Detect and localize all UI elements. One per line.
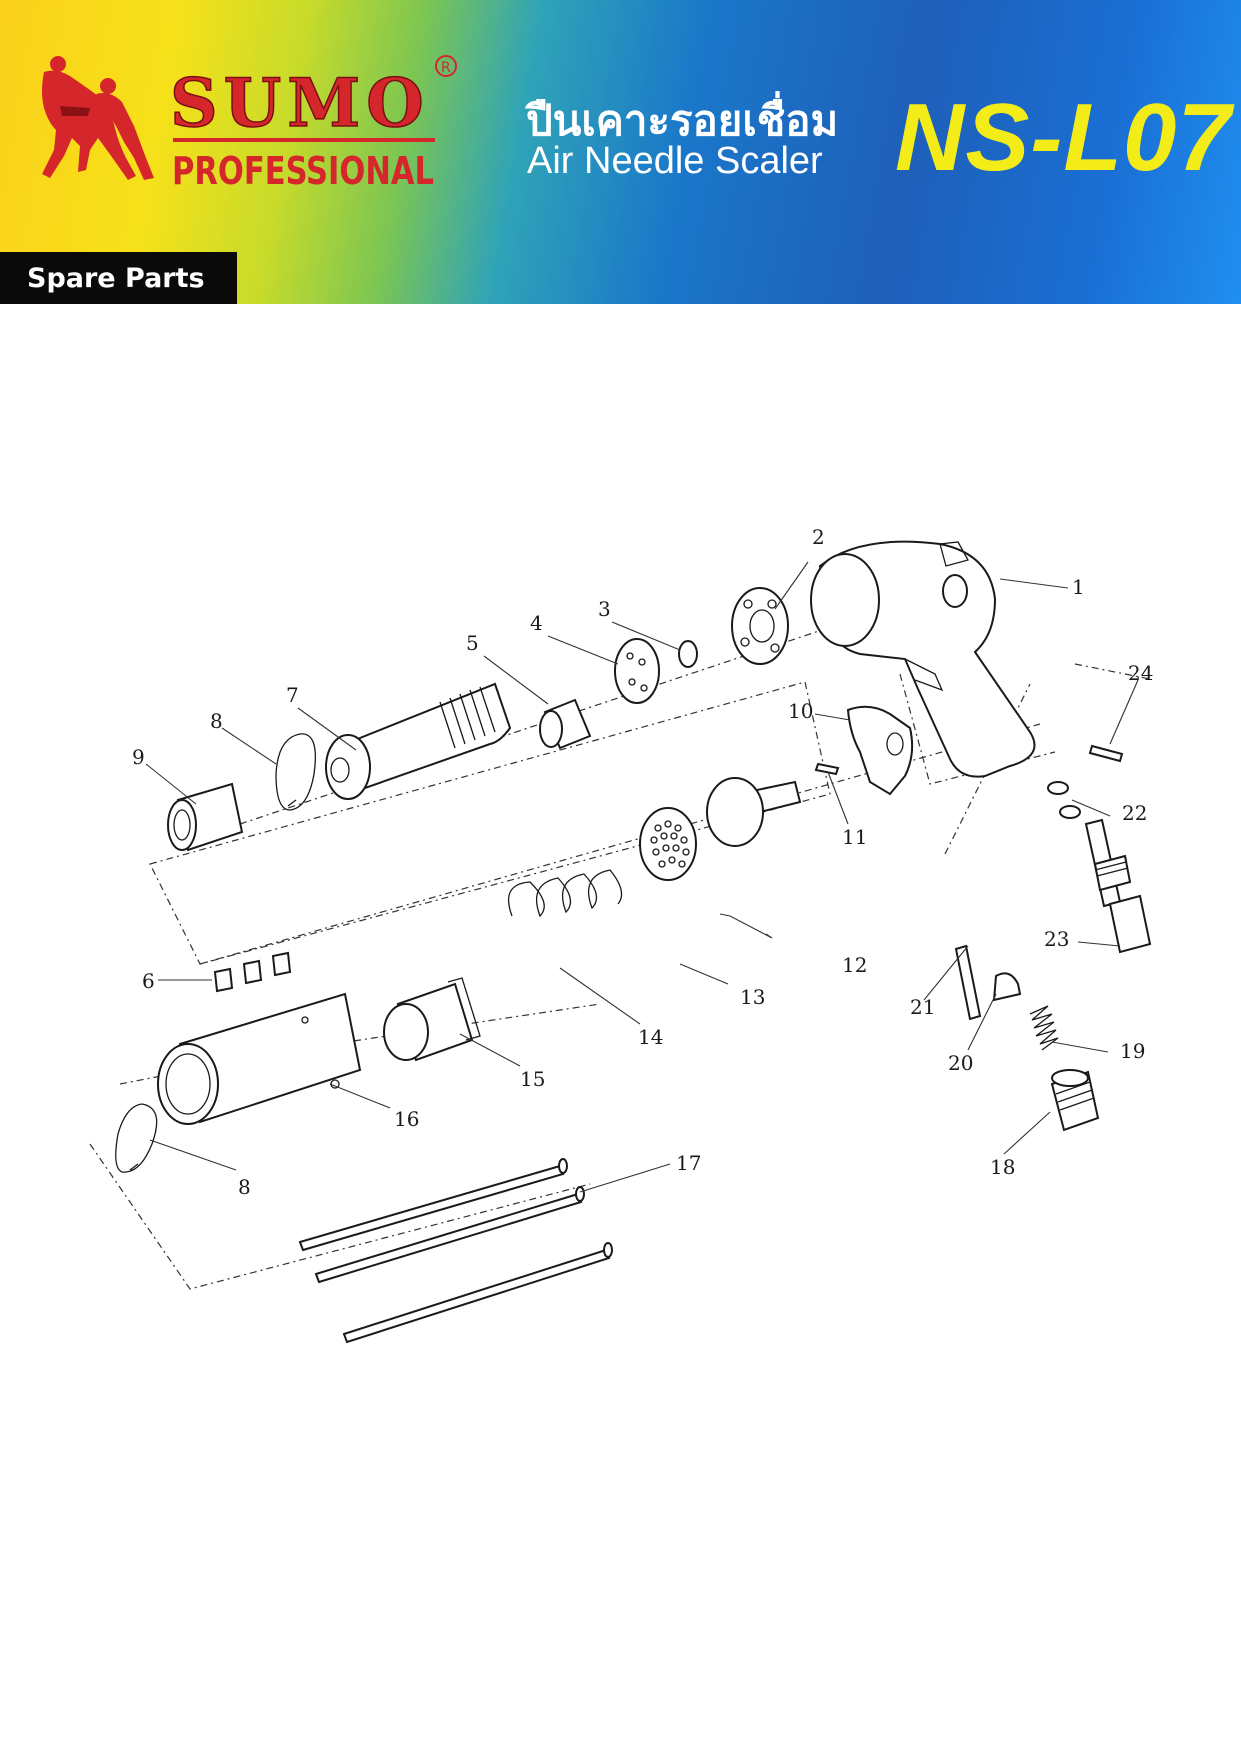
part-12-valve-stem [706,777,802,847]
part-16-cylinder-sleeve [157,992,362,1125]
label-part-22: 22 [1122,801,1147,825]
title-english: Air Needle Scaler [527,140,823,182]
part-15-bushing [383,977,481,1062]
label-part-24: 24 [1128,661,1153,685]
part-22-o-rings [1047,781,1081,819]
label-part-21: 21 [910,995,935,1019]
section-tag: Spare Parts [0,252,237,304]
label-part-4: 4 [530,611,543,635]
brand-sub: PROFESSIONAL [172,149,434,193]
part-5-piston [539,698,592,750]
part-9-front-nut [167,782,244,852]
header-banner: SUMO R PROFESSIONAL ปืนเคาะรอยเชื่อม Air… [0,0,1241,304]
part-11-trigger-pin [814,762,840,776]
part-19-valve-spring [1029,1005,1059,1051]
label-part-5: 5 [466,631,479,655]
label-part-23: 23 [1044,927,1069,951]
diagram-svg: 1 2 3 4 5 7 8 9 10 11 24 22 23 6 12 13 1… [89,525,1153,1344]
part-8-snap-ring-lower [115,1103,158,1173]
label-part-13: 13 [740,985,765,1009]
part-14-spring [507,869,623,918]
exploded-parts-diagram: 1 2 3 4 5 7 8 9 10 11 24 22 23 6 12 13 1… [0,304,1241,1754]
brand-word: SUMO [170,64,430,142]
label-part-16: 16 [394,1107,419,1131]
label-part-1: 1 [1072,575,1085,599]
part-13-perforated-disc [639,807,697,881]
label-part-6: 6 [142,969,155,993]
label-part-9: 9 [132,745,145,769]
leader-lines [145,561,1139,1193]
part-21-valve-pin [954,944,982,1021]
part-17-needles [298,1158,613,1344]
label-part-8-lower: 8 [238,1175,251,1199]
part-4-valve-disc [614,638,660,704]
sumo-logo: SUMO R PROFESSIONAL [42,55,457,193]
part-20-valve-ball [992,972,1022,1002]
model-number: NS-L07 [895,84,1232,191]
label-part-17: 17 [676,1151,701,1175]
label-part-3: 3 [598,597,611,621]
label-part-7: 7 [286,683,299,707]
title-thai: ปืนเคาะรอยเชื่อม [526,96,839,145]
section-tag-label: Spare Parts [27,263,205,294]
label-part-2: 2 [812,525,825,549]
label-part-19: 19 [1120,1039,1145,1063]
label-part-18: 18 [990,1155,1015,1179]
label-part-11: 11 [842,825,867,849]
part-24-handle-pin [1088,744,1124,763]
label-part-12: 12 [842,953,867,977]
part-3-o-ring [678,640,698,668]
part-2-cylinder-cap [731,587,789,665]
label-part-14: 14 [638,1025,663,1049]
part-7-barrel [325,682,512,800]
registered-mark: R [441,60,451,76]
part-23-throttle-valve [1084,818,1152,954]
label-part-20: 20 [948,1051,973,1075]
part-1-housing [810,540,1036,778]
label-part-8-upper: 8 [210,709,223,733]
wrestler-icon [42,56,154,180]
part-18-valve-plug [1050,1069,1100,1132]
label-part-15: 15 [520,1067,545,1091]
label-part-10: 10 [788,699,813,723]
part-8-snap-ring-upper [275,733,317,811]
part-10-trigger [846,705,914,796]
part-6-rollers [213,951,292,993]
